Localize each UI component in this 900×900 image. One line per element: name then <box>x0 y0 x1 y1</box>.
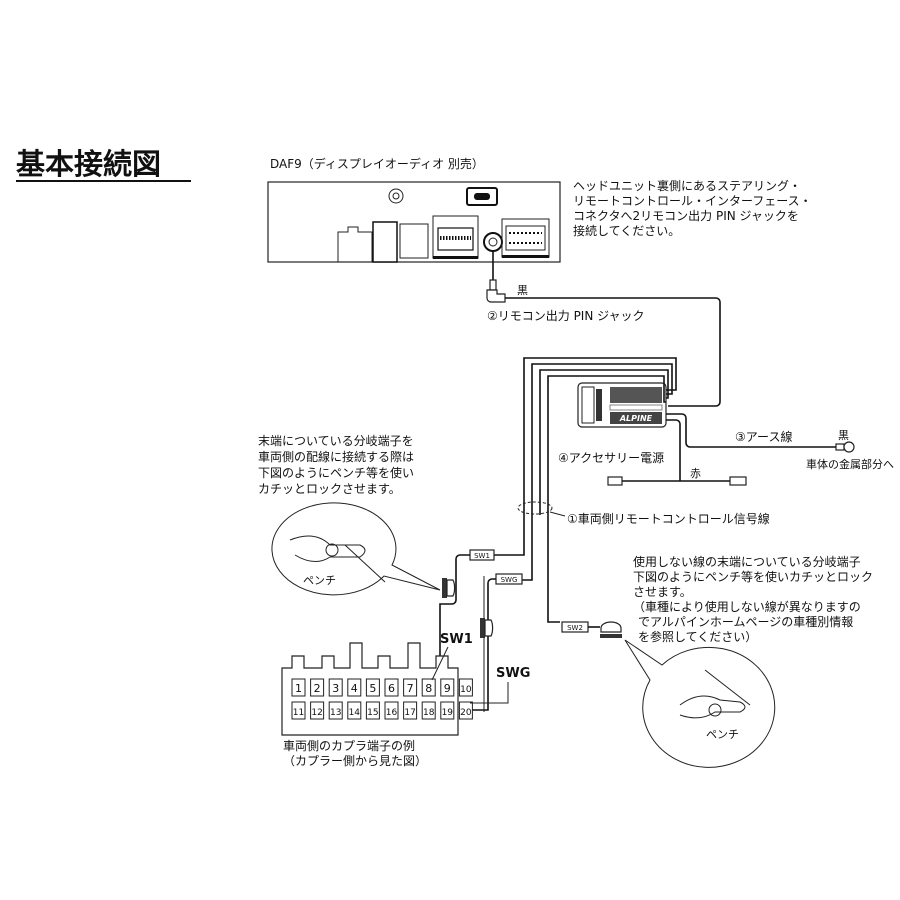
ground-wire <box>666 413 836 448</box>
acc-connector-right <box>729 476 747 486</box>
pin-jack-plug <box>486 250 506 303</box>
coupler-pin-box <box>365 701 380 720</box>
alpine-logo: ALPINE <box>619 414 653 423</box>
acc-label: ④アクセサリー電源 <box>558 451 664 465</box>
coupler-pin-box <box>440 701 455 720</box>
swg-pointer <box>470 682 509 704</box>
coupler-caption: 車両側のカプラ端子の例 <box>283 739 415 753</box>
coupler-pin-box <box>403 678 418 697</box>
coupler-pin-box <box>365 678 380 697</box>
coupler-pin-number: 16 <box>386 708 398 718</box>
coupler-pin-number: 13 <box>330 708 341 718</box>
coupler-pin-box <box>458 701 473 720</box>
acc-wire-branch <box>666 419 681 481</box>
head-unit-instruction: ヘッドユニット裏側にあるステアリング・ リモートコントロール・インターフェース・… <box>573 178 812 238</box>
branch-connector-swg <box>480 618 494 638</box>
coupler-pin-number: 1 <box>295 682 302 695</box>
sw1-wire <box>439 554 470 678</box>
sw2-tag-label: SW2 <box>567 624 583 632</box>
note-line: カチッとロックさせます。 <box>258 482 401 496</box>
vehicle-signal-label: ①車両側リモートコントロール信号線 <box>567 511 770 526</box>
instruction-line: ヘッドユニット裏側にあるステアリング・ <box>573 178 801 193</box>
ground-label: ③アース線 <box>735 429 792 444</box>
coupler-pin-box <box>458 678 473 697</box>
swg-wire <box>472 578 496 711</box>
sw1-pointer <box>431 646 449 681</box>
acc-color: 赤 <box>690 467 701 480</box>
coupler-pin-box <box>440 678 455 697</box>
right-note: 使用しない線の末端についている分岐端子 下図のようにペンチ等を使いカチッとロック… <box>633 554 873 644</box>
page-title: 基本接続図 <box>16 147 161 181</box>
coupler-pin-number: 7 <box>407 682 414 695</box>
coupler-pin-box <box>347 678 362 697</box>
pin-jack-label: ②リモコン出力 PIN ジャック <box>487 309 645 323</box>
pliers-balloon-left: ペンチ <box>271 502 441 596</box>
note-line: させます。 <box>633 585 692 599</box>
ring-terminal-icon <box>835 441 855 453</box>
note-line: でアルパインホームページの車種別情報 <box>638 615 853 629</box>
coupler-pin-box <box>347 701 362 720</box>
coupler-pin-number: 11 <box>293 708 304 718</box>
coupler-pin-box <box>328 678 343 697</box>
coupler-pin-box <box>310 701 325 720</box>
coupler-pin-box <box>421 701 436 720</box>
coupler-swg-label: SWG <box>496 666 530 681</box>
coupler-pin-box <box>421 678 436 697</box>
note-line: 末端についている分岐端子を <box>258 434 414 448</box>
note-line: を参照してください） <box>638 629 757 644</box>
note-line: （車種により使用しない線が異なりますの <box>633 599 861 614</box>
coupler-pin-number: 9 <box>444 682 451 695</box>
branch-connector-sw2 <box>600 621 622 638</box>
pin-jack-cable <box>505 297 721 407</box>
coupler-pin-box <box>310 678 325 697</box>
coupler-pin-number: 8 <box>425 682 432 695</box>
coupler-pin-number: 19 <box>442 708 454 718</box>
coupler-pin-number: 2 <box>314 682 321 695</box>
coupler-sw1-label: SW1 <box>440 632 473 647</box>
coupler-pin-number: 4 <box>351 682 358 695</box>
note-line: 下図のようにペンチ等を使いカチッとロック <box>633 569 873 584</box>
left-note: 末端についている分岐端子を 車両側の配線に接続する際は 下図のようにペンチ等を使… <box>258 434 414 496</box>
ground-destination: 車体の金属部分へ <box>806 457 894 471</box>
acc-connector-left <box>607 476 623 486</box>
coupler-pin-number: 12 <box>311 708 322 718</box>
pin-jack-color: 黒 <box>517 284 528 297</box>
head-unit-rear-panel <box>267 181 561 263</box>
note-line: 車両側の配線に接続する際は <box>258 449 414 464</box>
coupler-pin-box <box>384 678 399 697</box>
head-unit-label: DAF9（ディスプレイオーディオ 別売） <box>270 156 484 171</box>
swg-tag-label: SWG <box>501 576 518 584</box>
pliers-label: ペンチ <box>706 728 739 741</box>
coupler-pin-box <box>403 701 418 720</box>
vehicle-harness-bundle <box>494 357 677 623</box>
sw1-tag-label: SW1 <box>474 552 490 560</box>
coupler-pin-box <box>291 678 306 697</box>
bundle-marker <box>517 501 553 515</box>
note-line: 下図のようにペンチ等を使い <box>258 465 414 480</box>
coupler-pin-box <box>291 701 306 720</box>
leader-line <box>549 511 566 517</box>
branch-connector-sw1 <box>442 578 456 598</box>
coupler-caption: （カプラー側から見た図） <box>283 754 427 768</box>
instruction-line: コネクタへ2リモコン出力 PIN ジャックを <box>573 209 799 223</box>
coupler-pin-number: 18 <box>423 708 435 718</box>
instruction-line: リモートコントロール・インターフェース・ <box>573 194 812 208</box>
coupler-pin-number: 5 <box>369 682 376 695</box>
coupler-pin-number: 15 <box>367 708 378 718</box>
coupler-pin-number: 20 <box>460 708 472 718</box>
pliers-balloon-right: ペンチ <box>624 639 776 768</box>
coupler-pin-number: 6 <box>388 682 395 695</box>
coupler-pin-number: 17 <box>404 708 415 718</box>
steering-interface-module: ALPINE <box>577 382 667 428</box>
instruction-line: 接続してください。 <box>573 223 680 238</box>
coupler-pin-number: 3 <box>332 682 339 695</box>
note-line: 使用しない線の末端についている分岐端子 <box>633 554 861 569</box>
coupler-pin-box <box>328 701 343 720</box>
coupler-pin-number: 10 <box>460 685 472 695</box>
ground-color: 黒 <box>838 429 849 442</box>
pliers-label: ペンチ <box>303 574 336 587</box>
coupler-pin-number: 14 <box>349 708 361 718</box>
coupler-pin-box <box>384 701 399 720</box>
